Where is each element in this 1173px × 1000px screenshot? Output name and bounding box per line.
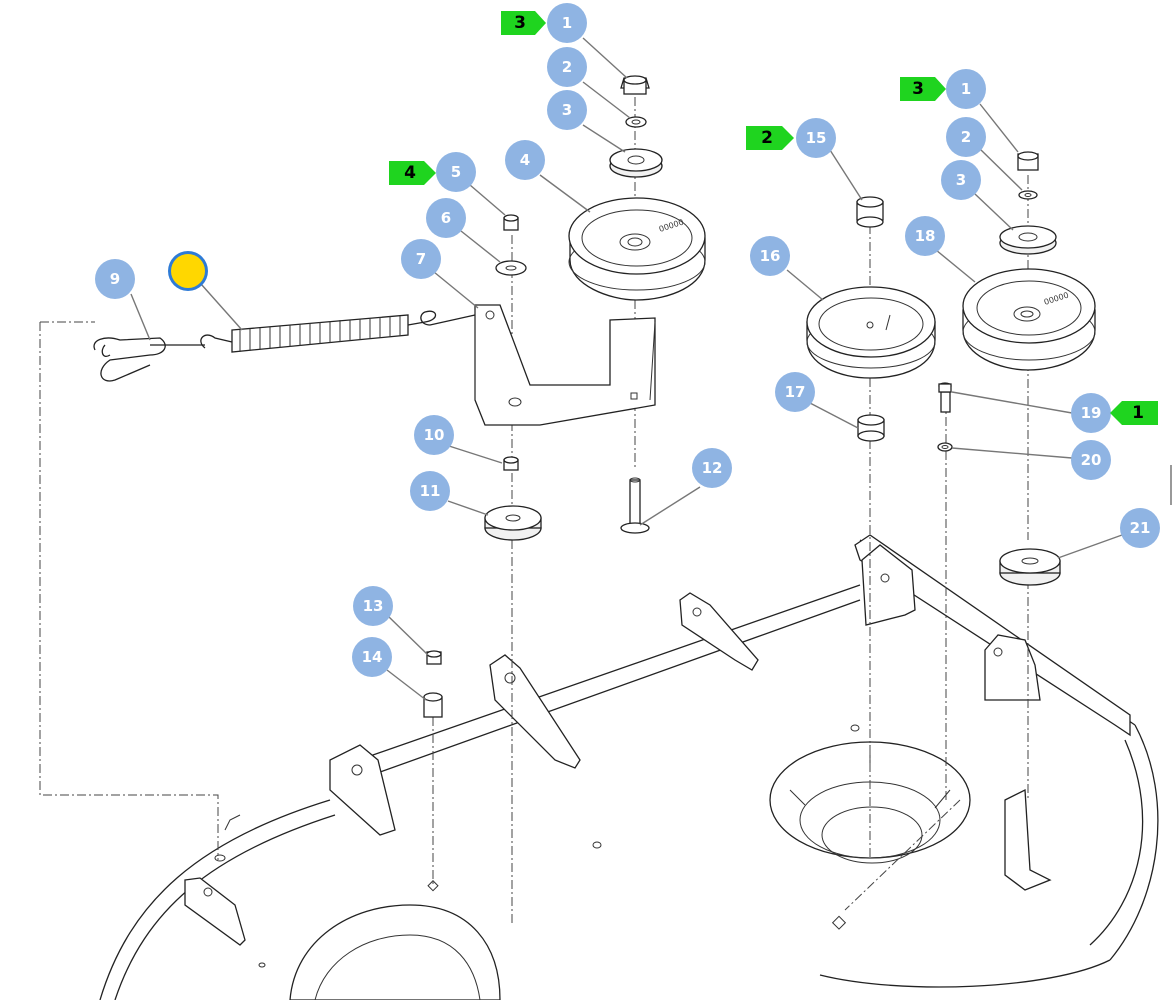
callout-bubble: 2 xyxy=(547,47,587,87)
callout-bubble: 18 xyxy=(905,216,945,256)
callout-label: 2 xyxy=(562,58,572,76)
callout-label: 1 xyxy=(961,80,971,98)
callout-label: 1 xyxy=(562,14,572,32)
callout-bubble: 9 xyxy=(95,259,135,299)
mower-deck xyxy=(99,534,1159,1000)
callout-bubble: 3 xyxy=(547,90,587,130)
step-flags: 3 4 2 3 1 xyxy=(389,11,1158,425)
yellow-marker-dot xyxy=(168,251,208,291)
callout-label: 7 xyxy=(416,250,426,268)
step-flag-label: 1 xyxy=(1132,403,1144,423)
callout-label: 3 xyxy=(956,171,966,189)
callout-label: 16 xyxy=(760,247,781,265)
callout-bubble: 5 xyxy=(436,152,476,192)
callout-label: 10 xyxy=(424,426,445,444)
callout-label: 11 xyxy=(420,482,441,500)
callout-label: 4 xyxy=(520,151,530,169)
callout-bubble: 1 xyxy=(547,3,587,43)
callout-label: 12 xyxy=(702,459,723,477)
callout-bubble: 11 xyxy=(410,471,450,511)
step-flag-label: 4 xyxy=(404,163,416,183)
tension-spring xyxy=(200,310,476,353)
callout-label: 20 xyxy=(1081,451,1102,469)
callout-label: 3 xyxy=(562,101,572,119)
callout-label: 13 xyxy=(363,597,384,615)
callout-label: 17 xyxy=(785,383,806,401)
callout-label: 2 xyxy=(961,128,971,146)
callout-bubble: 20 xyxy=(1071,440,1111,480)
callout-bubble: 6 xyxy=(426,198,466,238)
callout-bubble: 3 xyxy=(941,160,981,200)
hook-rod xyxy=(93,337,205,382)
idler-hardware-right: 00000 xyxy=(806,151,1096,586)
step-flag: 2 xyxy=(746,126,794,150)
callout-label: 15 xyxy=(806,129,827,147)
callout-bubble: 15 xyxy=(796,118,836,158)
callout-bubble: 17 xyxy=(775,372,815,412)
callout-label: 21 xyxy=(1130,519,1151,537)
callout-bubble: 16 xyxy=(750,236,790,276)
callout-label: 18 xyxy=(915,227,936,245)
step-flag: 3 xyxy=(900,77,946,101)
callout-bubble: 4 xyxy=(505,140,545,180)
callout-label: 9 xyxy=(110,270,120,288)
callout-bubbles: 1 2 3 4 5 6 7 9 10 11 12 13 14 1 2 3 15 … xyxy=(95,3,1160,677)
callout-label: 5 xyxy=(451,163,461,181)
step-flag-label: 3 xyxy=(912,79,924,99)
callout-bubble: 14 xyxy=(352,637,392,677)
callout-bubble: 21 xyxy=(1120,508,1160,548)
leader-lines xyxy=(130,37,1123,701)
step-flag-label: 2 xyxy=(761,128,773,148)
idler-hardware-left: 00000 xyxy=(423,75,706,718)
callout-label: 19 xyxy=(1081,404,1102,422)
callout-bubble: 13 xyxy=(353,586,393,626)
callout-bubble: 19 xyxy=(1071,393,1111,433)
step-flag-label: 3 xyxy=(514,13,526,33)
callout-bubble: 1 xyxy=(946,69,986,109)
callout-label: 14 xyxy=(362,648,383,666)
step-flag: 4 xyxy=(389,161,436,185)
step-flag: 3 xyxy=(501,11,546,35)
callout-label: 6 xyxy=(441,209,451,227)
callout-bubble: 7 xyxy=(401,239,441,279)
callout-bubble: 10 xyxy=(414,415,454,455)
callout-bubble: 2 xyxy=(946,117,986,157)
step-flag: 1 xyxy=(1110,401,1158,425)
callout-bubble: 12 xyxy=(692,448,732,488)
